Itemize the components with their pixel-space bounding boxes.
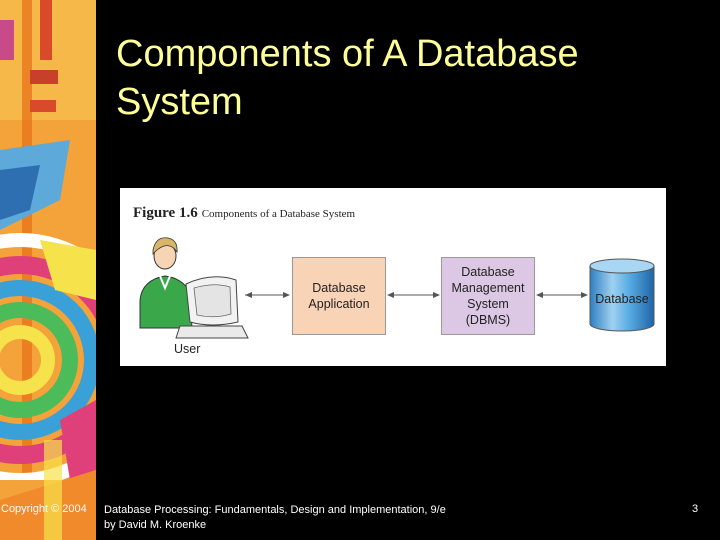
side-art-graphic <box>0 0 96 540</box>
computer-icon <box>175 276 249 339</box>
user-label: User <box>174 342 201 356</box>
figure-caption-text: Components of a Database System <box>201 208 356 220</box>
page-number: 3 <box>692 503 699 515</box>
diagram-graphic <box>139 237 655 339</box>
user-icon <box>139 237 193 329</box>
arrow-user-application <box>245 292 290 298</box>
footer-book-title: Database Processing: Fundamentals, Desig… <box>104 504 446 516</box>
decorative-side-art <box>0 0 96 540</box>
arrow-dbms-database <box>536 292 588 298</box>
dbms-box: Database Management System (DBMS) <box>441 257 535 335</box>
arrow-application-dbms <box>387 292 440 298</box>
database-application-box: Database Application <box>292 257 386 335</box>
database-label: Database <box>595 292 649 306</box>
slide-title: Components of A Database System <box>116 33 579 123</box>
figure-number: Figure 1.6 <box>133 205 198 221</box>
footer-copyright: Copyright © 2004 <box>1 503 87 515</box>
footer-book-info: Database Processing: Fundamentals, Desig… <box>104 503 446 533</box>
database-cylinder-icon <box>589 258 655 332</box>
footer-book-author: by David M. Kroenke <box>104 519 207 531</box>
